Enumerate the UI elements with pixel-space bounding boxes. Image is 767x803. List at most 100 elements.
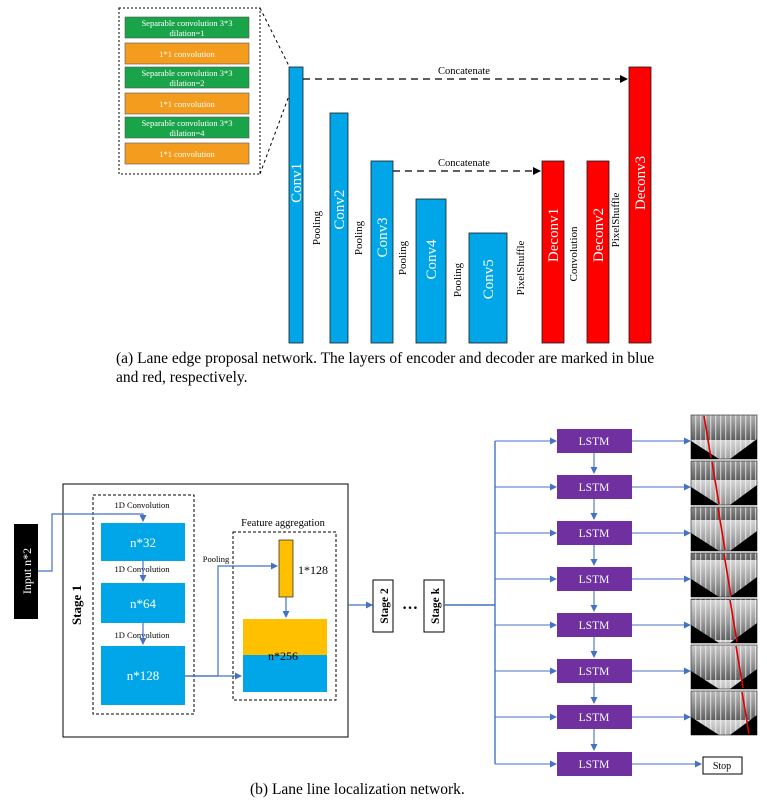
- block-n32: [101, 523, 185, 561]
- lstm-cell-7: [557, 705, 632, 729]
- lstm-label: LSTM: [579, 712, 610, 724]
- feature-agg-label: Feature aggregation: [241, 518, 325, 529]
- encoder-layer-label: Conv2: [332, 190, 348, 230]
- road-thumbnail-4: [690, 552, 758, 598]
- op-label-7: PixelShuffle: [610, 192, 622, 247]
- legend-swatch: [124, 116, 250, 139]
- caption-a: (a) Lane edge proposal network. The laye…: [116, 350, 655, 386]
- road-thumbnail-2: [690, 460, 758, 506]
- agg-top: [243, 619, 327, 655]
- agg-label: n*256: [268, 649, 298, 663]
- block-n128-label: n*128: [127, 668, 160, 683]
- feature-agg-box: [232, 531, 337, 701]
- decoder-layer-2: [586, 160, 610, 344]
- agg-bottom: [243, 655, 327, 692]
- block-n64-label: n*64: [130, 596, 157, 611]
- conv-group-box: [92, 494, 195, 715]
- legend-swatch: [124, 142, 250, 165]
- lane-line: [717, 507, 726, 551]
- road-thumbnail-7: [690, 690, 758, 736]
- lane-line: [735, 645, 744, 689]
- lstm-cell-8: [557, 752, 632, 776]
- input-box: [14, 524, 38, 619]
- legend-swatch: [124, 92, 250, 115]
- road-thumbnail-1: [690, 414, 758, 460]
- road-thumbnail-6: [690, 644, 758, 690]
- decoder-layer-label: Deconv3: [633, 156, 649, 210]
- stage-ellipsis: …: [402, 596, 418, 613]
- stop-box: [702, 756, 743, 775]
- encoder-layer-label: Conv1: [289, 163, 305, 203]
- encoder-layer-1: [288, 66, 304, 344]
- encoder-layer-label: Conv5: [481, 259, 497, 299]
- op-label-2: Pooling: [353, 220, 365, 255]
- road-thumbnail-5: [690, 598, 758, 644]
- lstm-label: LSTM: [579, 482, 610, 494]
- concat-label-1: Concatenate: [438, 66, 490, 77]
- decoder-layer-1: [541, 160, 565, 344]
- road-thumbnail-3: [690, 506, 758, 552]
- decoder-layer-label: Deconv1: [546, 208, 562, 262]
- input-label: Input n*2: [20, 548, 34, 594]
- lane-line: [723, 553, 732, 597]
- lane-line: [729, 599, 738, 643]
- legend-swatch: [124, 66, 250, 89]
- panel-b: Input n*2 Stage 1 1D Convolution 1D Conv…: [14, 414, 758, 776]
- lstm-label: LSTM: [579, 436, 610, 448]
- op-label-3: Pooling: [397, 240, 409, 275]
- concat-label-2: Concatenate: [438, 158, 490, 169]
- encoder-layer-5: [468, 232, 508, 344]
- block-n32-label: n*32: [130, 535, 156, 550]
- encoder-layer-label: Conv4: [424, 239, 440, 280]
- lstm-label: LSTM: [579, 528, 610, 540]
- legend-item-6: 1*1 convolution: [124, 142, 250, 165]
- stage2-label: Stage 2: [379, 588, 391, 624]
- input-arrow: [38, 513, 147, 572]
- lane-line: [703, 415, 712, 459]
- op-label-1: Pooling: [311, 210, 323, 245]
- pooling-label: Pooling: [203, 554, 230, 564]
- encoder-layer-label: Conv3: [375, 217, 391, 257]
- vector-label: 1*128: [298, 563, 328, 577]
- legend-swatch: [124, 16, 250, 39]
- zoom-line-top: [259, 7, 291, 69]
- lstm-label: LSTM: [579, 574, 610, 586]
- block-n128: [101, 646, 185, 705]
- lstm-cell-5: [557, 613, 632, 637]
- block-n64: [101, 583, 185, 623]
- lstm-cell-1: [557, 429, 632, 453]
- caption-b: (b) Lane line localization network.: [250, 781, 465, 798]
- conv-label-3: 1D Convolution: [114, 630, 170, 640]
- decoder-layer-label: Deconv2: [591, 208, 607, 262]
- lane-line: [711, 461, 720, 505]
- legend-label: 1*1 convolution: [159, 99, 215, 109]
- stage1-label: Stage 1: [69, 585, 84, 625]
- decoder-layer-3: [628, 66, 652, 344]
- encoder-layer-4: [415, 198, 447, 344]
- lstm-label: LSTM: [579, 759, 610, 771]
- stop-label: Stop: [713, 761, 731, 772]
- legend-box: [118, 7, 261, 175]
- legend-item-2: 1*1 convolution: [124, 42, 250, 65]
- lstm-cell-3: [557, 521, 632, 545]
- legend-swatch: [124, 42, 250, 65]
- encoder-layer-2: [329, 112, 349, 344]
- legend-label: 1*1 convolution: [159, 49, 215, 59]
- lstm-cell-4: [557, 567, 632, 591]
- encoder-layer-3: [370, 160, 394, 344]
- lstm-label: LSTM: [579, 666, 610, 678]
- stage1-box: [62, 483, 349, 738]
- lstm-cell-2: [557, 475, 632, 499]
- op-label-5: PixelShuffle: [515, 240, 527, 295]
- stagek-label: Stage k: [430, 587, 442, 624]
